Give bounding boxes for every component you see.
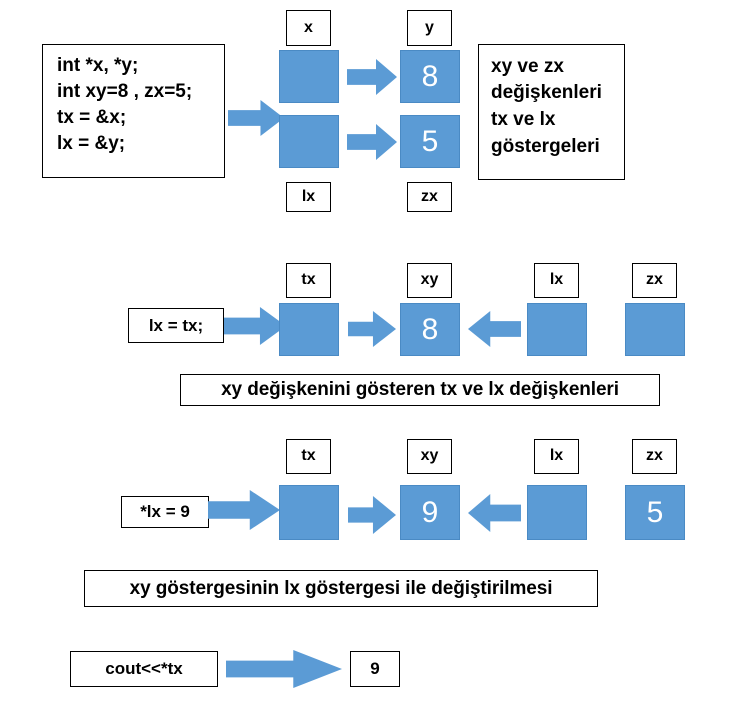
label-chip-zx-row3: zx <box>632 439 677 474</box>
arrow-left-icon-row2 <box>468 311 521 347</box>
cell-value-lower: 5 <box>400 115 460 168</box>
statement-box-deref-lx-equals-9: *lx = 9 <box>121 496 209 528</box>
output-box-row4: 9 <box>350 651 400 687</box>
arrow-right-icon-row2-entry <box>224 307 286 345</box>
label-chip-y: y <box>407 10 452 46</box>
statement-box-lx-equals-tx: lx = tx; <box>128 308 224 343</box>
cell-xy-row3: 9 <box>400 485 460 540</box>
note-line-4: göstergeleri <box>491 136 600 158</box>
code-line-1: int *x, *y; <box>57 55 139 76</box>
arrow-right-icon-row3-mid <box>348 496 396 534</box>
cell-tx-row3 <box>279 485 339 540</box>
label-chip-lx-row3: lx <box>534 439 579 474</box>
label-chip-lx-row1: lx <box>286 182 331 212</box>
cell-tx-row2 <box>279 303 339 356</box>
code-declaration-box: int *x, *y; int xy=8 , zx=5; tx = &x; lx… <box>42 44 225 178</box>
label-chip-zx-row2: zx <box>632 263 677 298</box>
note-line-2: değişkenleri <box>491 82 602 104</box>
label-chip-xy-row2: xy <box>407 263 452 298</box>
cell-pointer-upper <box>279 50 339 103</box>
arrow-right-icon-row4 <box>226 650 342 688</box>
cell-xy-row2: 8 <box>400 303 460 356</box>
arrow-right-icon-row1-entry <box>228 100 284 136</box>
caption-row3: xy göstergesinin lx göstergesi ile değiş… <box>84 570 598 607</box>
label-chip-tx-row2: tx <box>286 263 331 298</box>
label-chip-xy-row3: xy <box>407 439 452 474</box>
arrow-right-icon-row3-entry <box>208 490 280 530</box>
cell-lx-row2 <box>527 303 587 356</box>
note-line-1: xy ve zx <box>491 55 564 77</box>
code-line-4: lx = &y; <box>57 132 126 154</box>
label-chip-tx-row3: tx <box>286 439 331 474</box>
cell-zx-row3: 5 <box>625 485 685 540</box>
arrow-right-icon-row1-upper <box>347 59 397 95</box>
cell-pointer-lower <box>279 115 339 168</box>
label-chip-lx-row2: lx <box>534 263 579 298</box>
arrow-left-icon-row3 <box>468 494 521 532</box>
cell-zx-row2 <box>625 303 685 356</box>
statement-box-cout: cout<<*tx <box>70 651 218 687</box>
caption-row2: xy değişkenini gösteren tx ve lx değişke… <box>180 374 660 406</box>
arrow-right-icon-row1-lower <box>347 124 397 160</box>
code-line-2: int xy=8 , zx=5; <box>57 80 193 102</box>
cell-lx-row3 <box>527 485 587 540</box>
code-line-3: tx = &x; <box>57 106 127 128</box>
cell-value-upper: 8 <box>400 50 460 103</box>
label-chip-x: x <box>286 10 331 46</box>
label-chip-zx-row1: zx <box>407 182 452 212</box>
arrow-right-icon-row2-mid <box>348 311 396 347</box>
note-line-3: tx ve lx <box>491 109 556 131</box>
explanation-note-box: xy ve zx değişkenleri tx ve lx göstergel… <box>478 44 625 180</box>
